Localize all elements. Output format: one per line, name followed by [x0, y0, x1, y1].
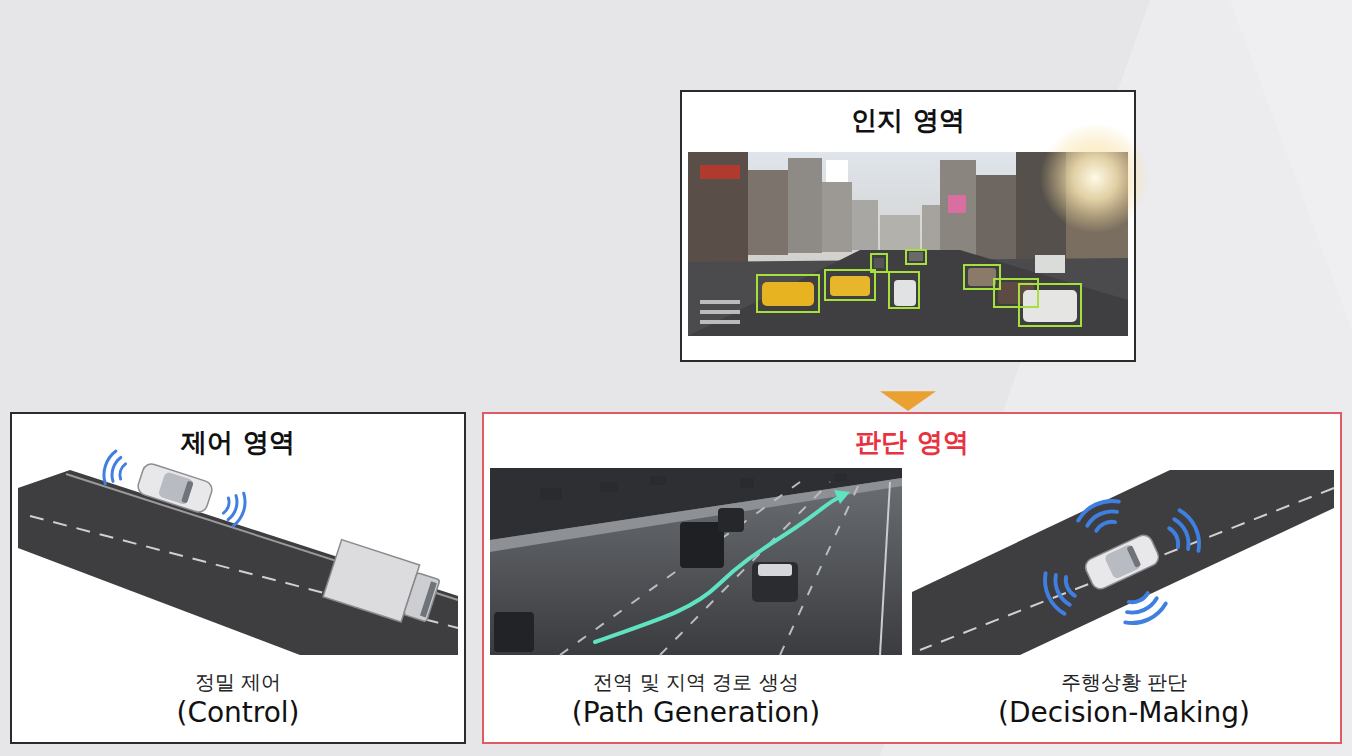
illustration-part [825, 270, 875, 300]
region-box: 판단 영역전역 및 지역 경로 생성(Path Generation)주행상황 … [482, 412, 1342, 744]
illustration-part [880, 482, 890, 655]
illustration-part [752, 562, 798, 602]
illustration-part [700, 165, 740, 179]
illustration-part [700, 300, 740, 324]
illustration-part [404, 573, 440, 622]
illustration-part [871, 254, 887, 272]
illustration-part [889, 272, 919, 308]
illustration-part [1083, 532, 1162, 591]
box-fills [10, 90, 1342, 744]
illustration-part [688, 250, 1128, 336]
illustration-part [894, 280, 916, 306]
illustration-part [740, 478, 754, 488]
illustration-part [762, 282, 814, 306]
illustration-part [822, 182, 852, 252]
illustration-part [482, 412, 1342, 744]
illustration-part [1164, 507, 1205, 558]
illustration-part [718, 508, 744, 532]
illustration-part [874, 258, 884, 268]
illustration-part [660, 482, 830, 655]
illustration-part [830, 276, 870, 296]
illustration-part [880, 215, 920, 250]
illustration-part [136, 462, 214, 515]
item-label-en: (Decision-Making) [992, 695, 1256, 730]
illustration-part [909, 252, 923, 261]
illustration-part [1039, 566, 1080, 617]
illustration-part [30, 516, 458, 628]
illustration-part [826, 160, 848, 182]
illustration-part [221, 489, 249, 527]
region-box: 인지 영역 [680, 90, 1136, 362]
arrow-shaft [894, 367, 922, 392]
illustration-part [323, 540, 442, 630]
region-heading: 인지 영역 [845, 104, 970, 137]
illustration-part [1035, 255, 1065, 273]
illustration-part [600, 482, 618, 492]
illustration-part [757, 250, 1081, 326]
illustration-part [788, 158, 822, 253]
illustration-part [748, 170, 788, 255]
illustration-part [100, 449, 128, 487]
illustration-part [968, 268, 996, 286]
item-panel: 전역 및 지역 경로 생성(Path Generation) [490, 468, 902, 742]
street-photo [688, 123, 1150, 336]
illustration-part [906, 250, 926, 264]
illustration-part [490, 468, 902, 655]
item-label: 전역 및 지역 경로 생성 [587, 670, 804, 695]
illustration-part [700, 320, 740, 324]
illustration-part [834, 490, 850, 504]
illustration-part [1118, 588, 1169, 629]
item-label: 정밀 제어 [189, 670, 287, 695]
illustration-part [680, 522, 724, 568]
illustration-part [912, 470, 1334, 655]
illustration-part [595, 497, 840, 642]
illustration-part [835, 473, 847, 481]
illustration-part [700, 310, 740, 314]
region-box: 제어 영역정밀 제어(Control) [10, 412, 466, 744]
decision-illustration [912, 470, 1334, 655]
flow-arrow [880, 367, 936, 411]
illustration-part [10, 412, 466, 744]
illustration-part [420, 581, 437, 617]
illustration-part [948, 195, 966, 213]
illustration-part [688, 152, 748, 262]
item-label-en: (Control) [170, 695, 305, 730]
illustration-part [757, 275, 819, 312]
arrow-head [880, 391, 936, 411]
item-panel: 주행상황 판단(Decision-Making) [912, 468, 1336, 742]
illustration-part [1075, 495, 1126, 536]
region-heading: 판단 영역 [849, 426, 974, 459]
illustration-part [540, 488, 562, 500]
illustration-part [560, 482, 860, 655]
illustration-part [18, 470, 458, 655]
item-label-en: (Path Generation) [566, 695, 826, 730]
illustration-part [494, 612, 534, 652]
illustration-part [1230, 0, 1352, 330]
item-label: 주행상황 판단 [1055, 670, 1193, 695]
illustration-part [1040, 123, 1150, 233]
illustration-part [650, 476, 666, 485]
highway-photo [490, 468, 902, 655]
illustration-part [540, 473, 847, 500]
illustration-part [940, 160, 976, 255]
control-illustration [18, 449, 458, 655]
illustration-part [852, 200, 878, 250]
illustration-part [1019, 284, 1081, 326]
illustration-part [758, 564, 792, 576]
illustration-part [976, 175, 1016, 260]
illustration-part [700, 300, 740, 304]
illustration-part [560, 482, 800, 655]
illustration-part [922, 205, 940, 250]
illustration-part [920, 488, 1334, 650]
region-heading: 제어 영역 [175, 426, 300, 459]
